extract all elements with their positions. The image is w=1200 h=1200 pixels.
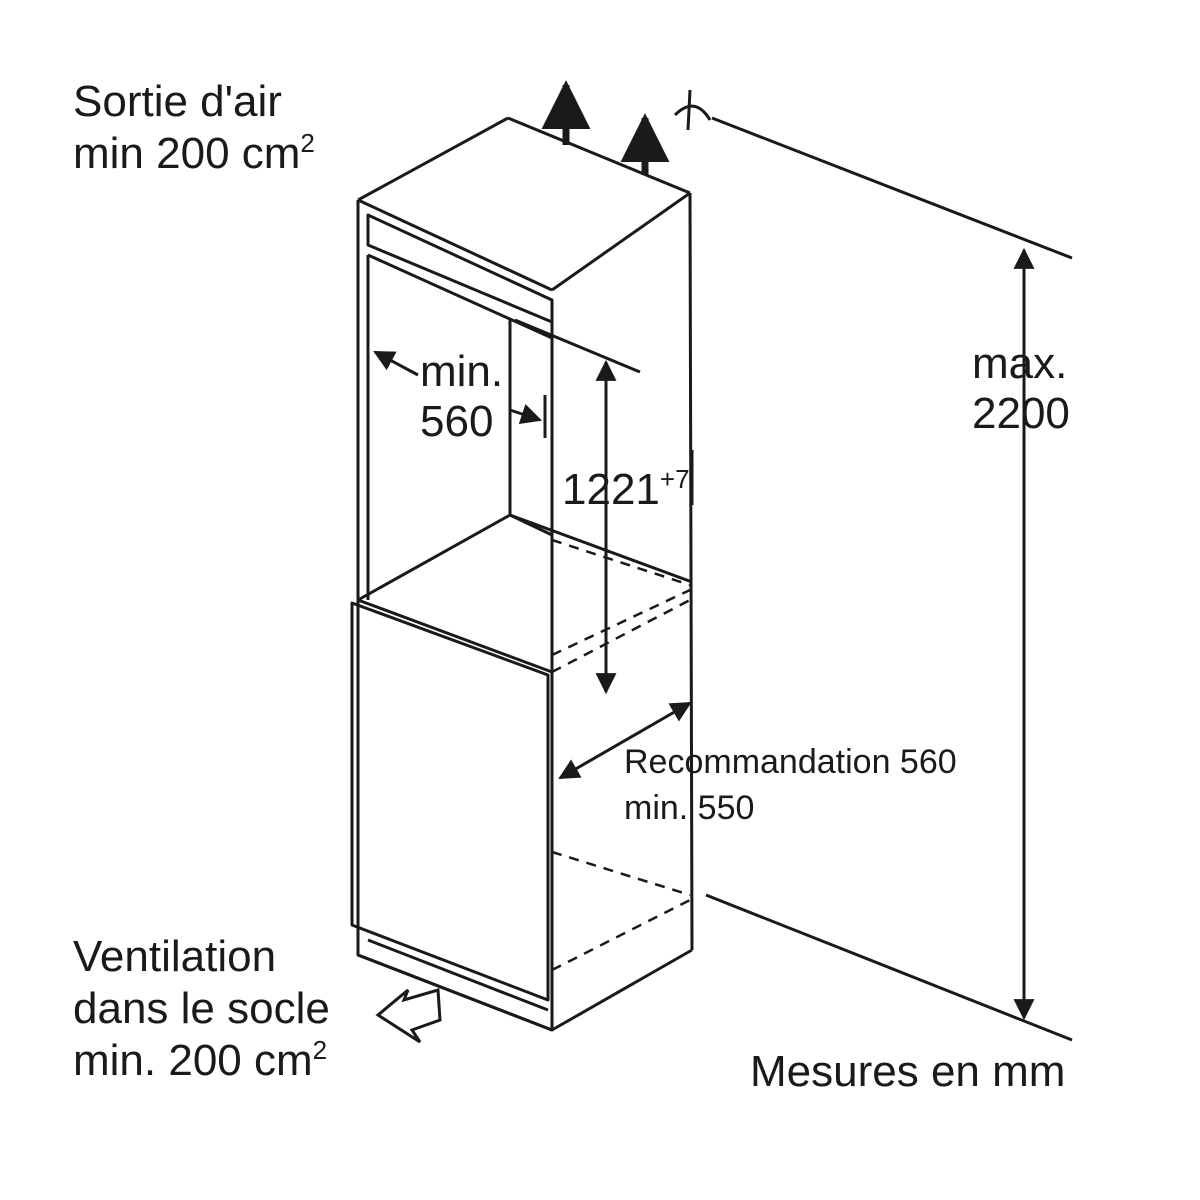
total-height-line2: 2200 (972, 389, 1070, 438)
cabinet-back-right-edge (688, 192, 694, 951)
plinth-line2: dans le socle (73, 984, 330, 1033)
air-outlet-line1: Sortie d'air (73, 77, 282, 126)
niche-height-label: 1221+7 (562, 465, 690, 514)
niche-height-value: 1221 (562, 465, 660, 514)
depth-line2: min. 550 (624, 789, 755, 827)
niche-width-label: min. 560 (420, 350, 503, 444)
cabinet-top-left (357, 116, 509, 202)
air-outlet-sup: 2 (300, 128, 315, 158)
niche-floor (357, 513, 693, 602)
air-outlet-line2: min 200 cm (73, 129, 301, 178)
wall-symbol (673, 89, 712, 131)
width-dim-left (373, 350, 419, 377)
cabinet-top-back (507, 116, 691, 195)
plinth-box (356, 925, 554, 1032)
plinth-line3: min. 200 cm (73, 1036, 313, 1085)
depth-dim-arrow (558, 701, 692, 780)
niche-width-line2: 560 (420, 397, 494, 446)
appliance-door (350, 601, 550, 1002)
depth-line1: Recommandation 560 (624, 743, 957, 781)
plinth-vent-arrow (375, 988, 442, 1044)
niche-width-line1: min. (420, 347, 504, 396)
shelf-dashed-lower (551, 850, 691, 897)
total-height-line1: max. (972, 339, 1068, 388)
depth-label: Recommandation 560 min. 550 (624, 745, 957, 825)
top-rail (366, 213, 554, 324)
cabinet-top-front (357, 198, 553, 292)
cabinet-top-right (551, 191, 691, 292)
air-outlet-label: Sortie d'air min 200 cm2 (73, 80, 315, 176)
plinth-line1: Ventilation (73, 932, 277, 981)
cabinet-bottom-right (551, 948, 693, 1032)
plinth-sup: 2 (312, 1035, 328, 1065)
plinth-vent-label: Ventilation dans le socle min. 200 cm2 (73, 935, 330, 1083)
shelf-dashed-upper (551, 538, 691, 587)
total-height-label: max. 2200 (972, 342, 1070, 436)
niche-height-tolerance: +7 (659, 464, 690, 494)
width-dim-right (509, 404, 542, 424)
units-label: Mesures en mm (750, 1047, 1066, 1096)
